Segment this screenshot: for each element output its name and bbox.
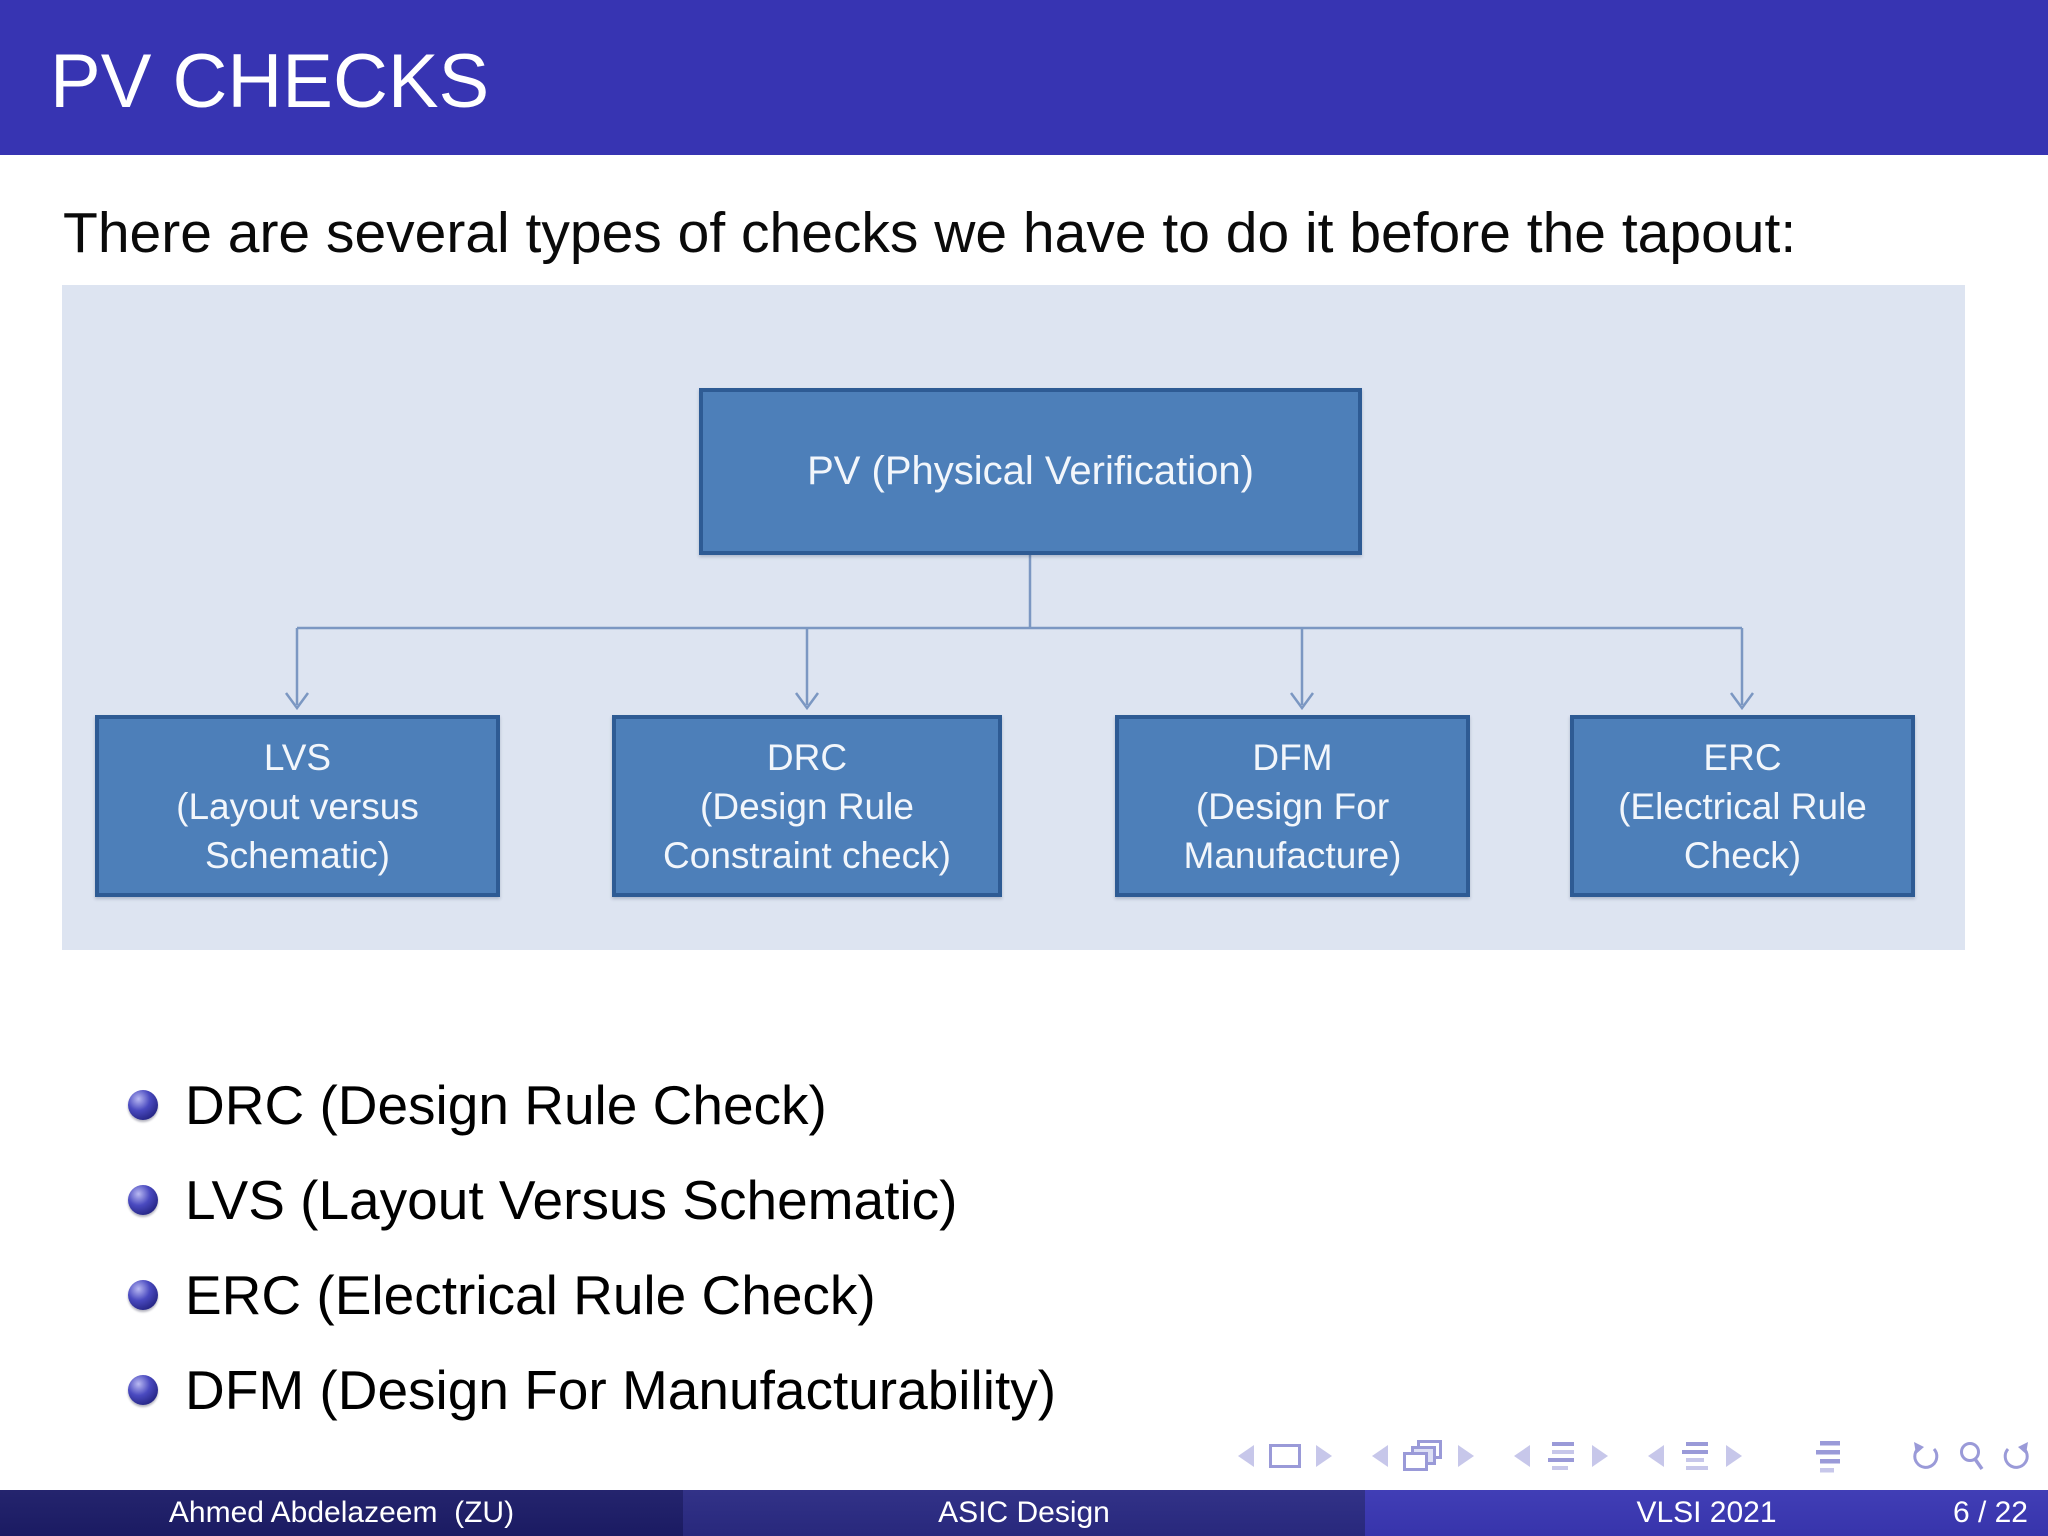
footer-author-box: Ahmed Abdelazeem (ZU) xyxy=(0,1490,683,1536)
frame-title: PV CHECKS xyxy=(50,39,490,124)
footer-author: Ahmed Abdelazeem (ZU) xyxy=(168,1496,515,1529)
undo-icon[interactable] xyxy=(1910,1440,1942,1472)
next-slide-arrow-icon[interactable] xyxy=(1316,1444,1334,1468)
bullet-ball-icon xyxy=(128,1185,158,1215)
list-item: DFM (Design For Manufacturability) xyxy=(128,1359,1057,1421)
prev-slide-arrow-icon[interactable] xyxy=(1236,1444,1254,1468)
tree-node-drc: DRC (Design Rule Constraint check) xyxy=(612,715,1002,897)
tree-node-pv: PV (Physical Verification) xyxy=(699,388,1362,555)
footer-course-box: ASIC Design xyxy=(683,1490,1365,1536)
redo-icon[interactable] xyxy=(2000,1440,2032,1472)
next-subsection-arrow-icon[interactable] xyxy=(1592,1444,1610,1468)
toc-icon[interactable] xyxy=(1810,1439,1844,1473)
footer-page-number: 6 / 22 xyxy=(1952,1496,2028,1529)
bullet-ball-icon xyxy=(128,1375,158,1405)
next-section-arrow-icon[interactable] xyxy=(1726,1444,1744,1468)
bullet-text: ERC (Electrical Rule Check) xyxy=(185,1264,876,1326)
prev-frame-arrow-icon[interactable] xyxy=(1370,1444,1388,1468)
tree-node-dfm: DFM (Design For Manufacture) xyxy=(1115,715,1470,897)
prev-section-arrow-icon[interactable] xyxy=(1646,1444,1664,1468)
subsection-list-icon[interactable] xyxy=(1544,1440,1578,1472)
list-item: LVS (Layout Versus Schematic) xyxy=(128,1169,1056,1231)
slide-icon[interactable] xyxy=(1268,1443,1302,1469)
bullet-text: DFM (Design For Manufacturability) xyxy=(185,1359,1057,1421)
footer-venue-box: VLSI 2021 6 / 22 xyxy=(1365,1490,2048,1536)
diagram-panel: PV (Physical Verification) LVS (Layout v… xyxy=(62,285,1965,950)
bullet-ball-icon xyxy=(128,1090,158,1120)
list-item: ERC (Electrical Rule Check) xyxy=(128,1264,1056,1326)
footer-bar: Ahmed Abdelazeem (ZU) ASIC Design VLSI 2… xyxy=(0,1490,2048,1536)
slide-nav-bar xyxy=(1236,1437,2032,1475)
footer-venue: VLSI 2021 xyxy=(1636,1496,1777,1529)
next-frame-arrow-icon[interactable] xyxy=(1458,1444,1476,1468)
bullet-text: LVS (Layout Versus Schematic) xyxy=(185,1169,958,1231)
frame-title-bar: PV CHECKS xyxy=(0,0,2048,155)
bullet-ball-icon xyxy=(128,1280,158,1310)
prev-subsection-arrow-icon[interactable] xyxy=(1512,1444,1530,1468)
frames-icon[interactable] xyxy=(1402,1439,1444,1473)
list-item: DRC (Design Rule Check) xyxy=(128,1074,1056,1136)
section-list-icon[interactable] xyxy=(1678,1440,1712,1472)
intro-text: There are several types of checks we hav… xyxy=(63,201,1797,265)
search-icon[interactable] xyxy=(1956,1440,1986,1472)
footer-course: ASIC Design xyxy=(938,1496,1110,1529)
bullet-list: DRC (Design Rule Check) LVS (Layout Vers… xyxy=(128,1074,1057,1456)
tree-connectors xyxy=(284,555,1755,711)
tree-node-lvs: LVS (Layout versus Schematic) xyxy=(95,715,500,897)
bullet-text: DRC (Design Rule Check) xyxy=(185,1074,827,1136)
tree-node-erc: ERC (Electrical Rule Check) xyxy=(1570,715,1915,897)
